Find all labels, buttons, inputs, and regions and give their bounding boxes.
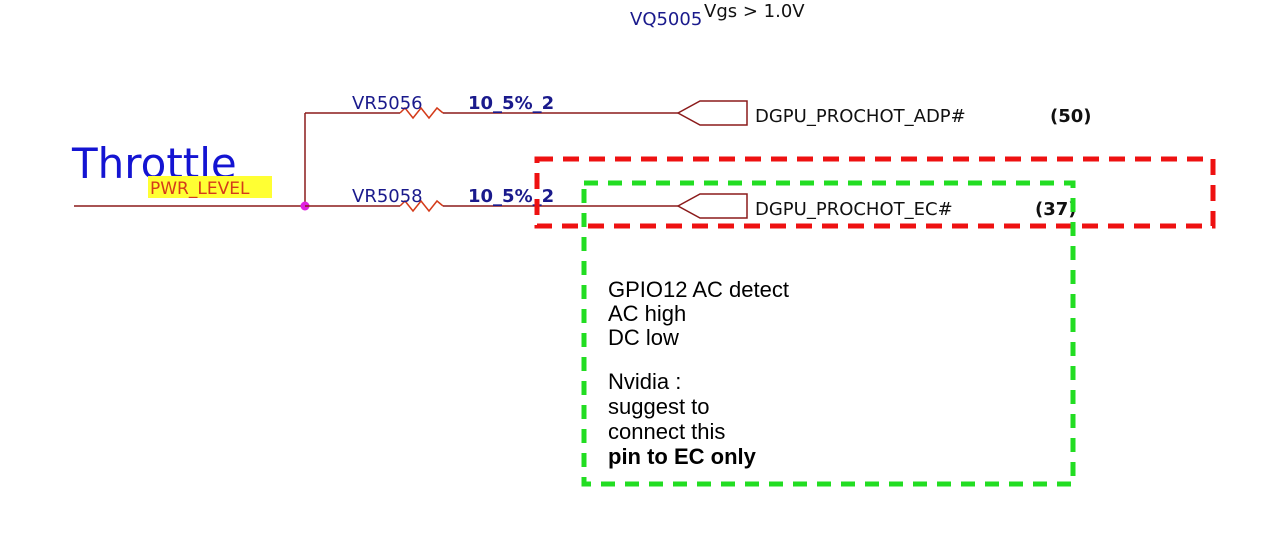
resistor-ref: VR5058 (352, 186, 423, 207)
off-page-connector-adp: DGPU_PROCHOT_ADP# (50) (676, 100, 1092, 127)
resistor-ref: VR5056 (352, 93, 423, 114)
resistor-vr5058: VR5058 10_5%_2 (305, 186, 678, 213)
note-box-green (581, 180, 1076, 487)
sheet-ref-ec: (37) (1035, 199, 1077, 220)
resistor-value: 10_5%_2 (468, 93, 554, 114)
note-line: Nvidia : (608, 369, 681, 394)
resistor-value: 10_5%_2 (468, 186, 554, 207)
vgs-condition-label: Vgs > 1.0V (704, 1, 805, 22)
net-label-adp: DGPU_PROCHOT_ADP# (755, 106, 966, 127)
off-page-connector-ec: DGPU_PROCHOT_EC# (37) (676, 193, 1077, 220)
note-line: pin to EC only (608, 444, 757, 469)
sheet-ref-adp: (50) (1050, 106, 1092, 127)
resistor-vr5056: VR5056 10_5%_2 (305, 93, 678, 120)
note-line: AC high (608, 301, 686, 326)
note-line: connect this (608, 419, 725, 444)
highlight-box-red (534, 156, 1216, 229)
annotation-note: GPIO12 AC detect AC high DC low Nvidia :… (608, 277, 789, 469)
note-line: GPIO12 AC detect (608, 277, 789, 302)
note-line: suggest to (608, 394, 710, 419)
part-ref-label: VQ5005 (630, 9, 702, 30)
net-label-ec: DGPU_PROCHOT_EC# (755, 199, 953, 220)
note-line: DC low (608, 325, 679, 350)
pwr-level-highlight (148, 176, 272, 198)
pwr-level-label: PWR_LEVEL (150, 179, 250, 199)
